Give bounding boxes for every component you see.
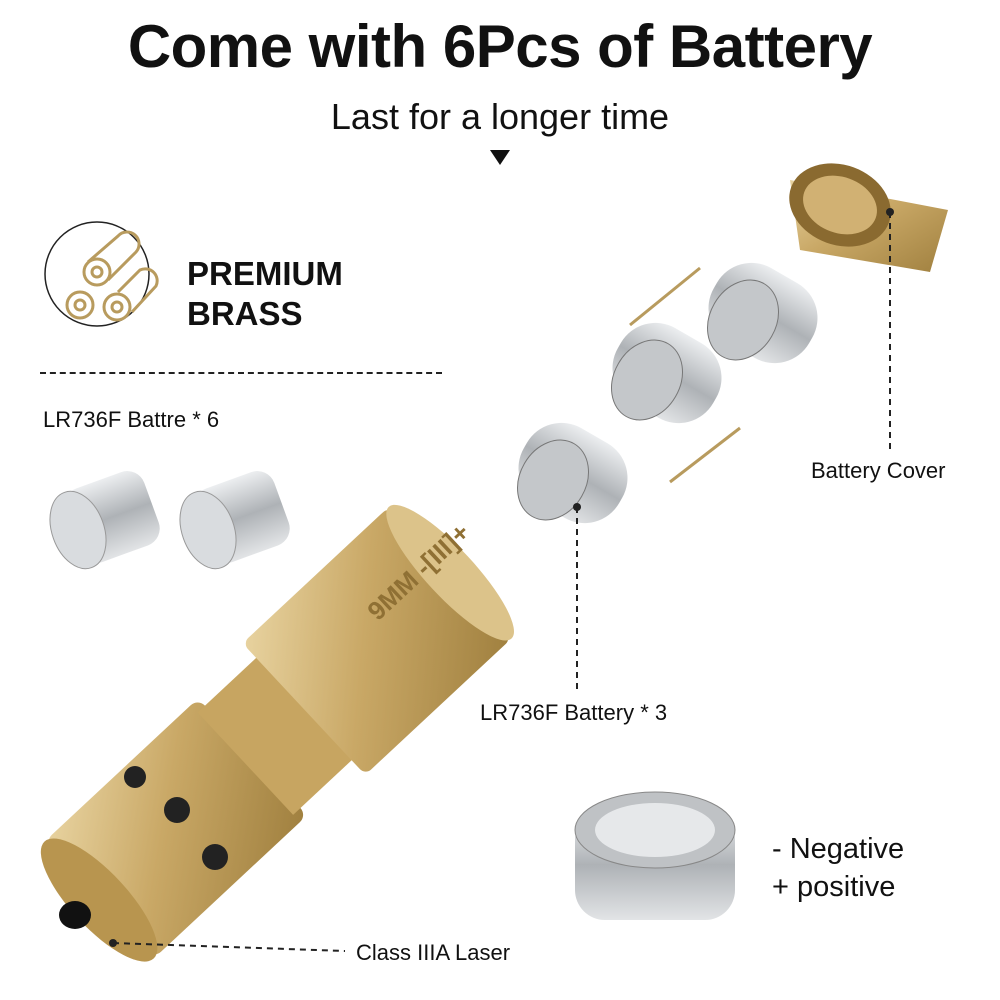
feature-line-2: BRASS xyxy=(187,295,303,332)
spare-battery-stack xyxy=(49,471,160,570)
brass-rods-icon xyxy=(44,221,159,327)
negative-label: - Negative xyxy=(772,833,905,865)
installed-batteries-label: LR736F Battery * 3 xyxy=(480,700,668,725)
coin-battery-large xyxy=(574,791,736,920)
polarity-legend: - Negative + positive xyxy=(772,830,904,906)
spare-battery-stack xyxy=(179,471,290,570)
page-title: Come with 6Pcs of Battery xyxy=(127,13,873,80)
down-triangle-icon xyxy=(490,150,510,165)
positive-label: + positive xyxy=(772,871,896,903)
leader-lines xyxy=(112,212,891,952)
laser-aperture xyxy=(59,901,91,929)
coin-battery xyxy=(611,322,722,424)
arrow-icon xyxy=(669,426,741,484)
screw-hole xyxy=(202,844,228,870)
screw-hole xyxy=(164,797,190,823)
feature-line-1: PREMIUM xyxy=(187,255,343,292)
arrow-icon xyxy=(629,266,701,327)
spare-batteries-label: LR736F Battre * 6 xyxy=(43,407,220,432)
brass-laser-body xyxy=(40,504,514,962)
coin-battery xyxy=(707,262,818,364)
battery-cover-label: Battery Cover xyxy=(811,458,946,483)
laser-label: Class IIIA Laser xyxy=(356,940,511,965)
divider xyxy=(40,372,442,374)
screw-hole xyxy=(124,766,146,788)
battery-cover xyxy=(789,163,948,272)
coin-battery xyxy=(517,422,628,524)
feature-text: PREMIUM BRASS xyxy=(187,254,343,334)
page-subtitle: Last for a longer time xyxy=(330,96,670,137)
